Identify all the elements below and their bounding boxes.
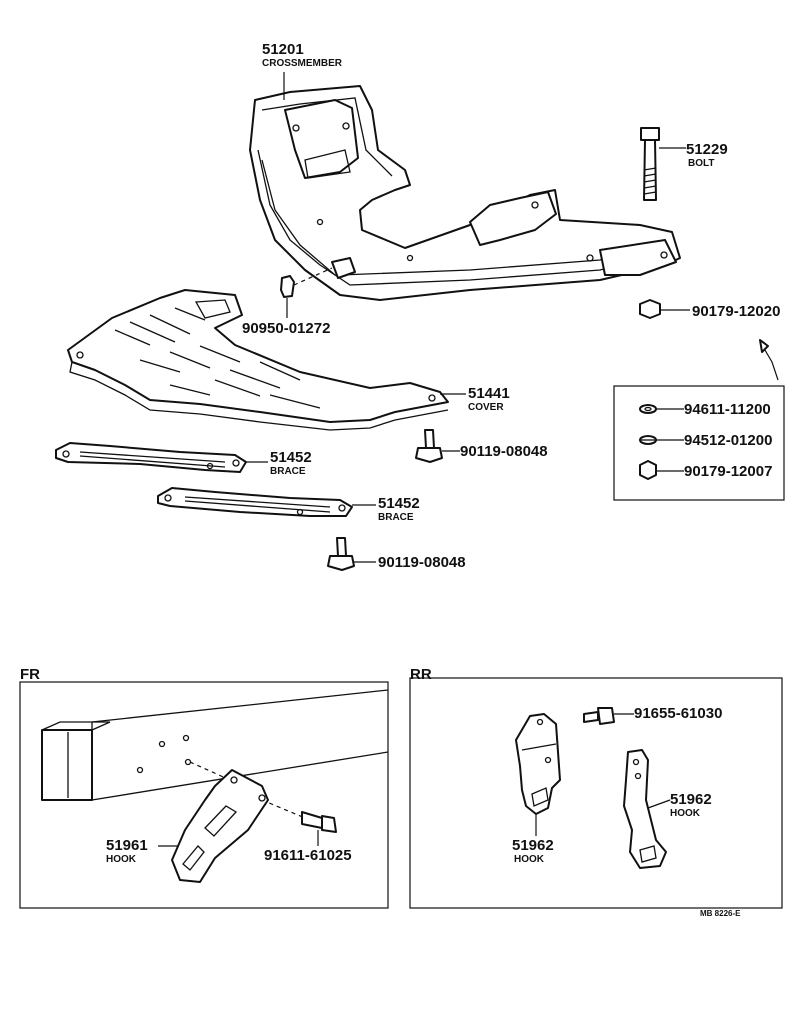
hardware-inset-box	[613, 385, 785, 501]
fr-bolt-91611-drawing	[301, 811, 337, 833]
nut-90950-drawing	[280, 275, 295, 298]
rr-hook-right-drawing	[623, 749, 667, 869]
nut-90950-dash	[293, 267, 333, 286]
footer-code: MB 8226-E	[700, 909, 741, 918]
crossmember-name: CROSSMEMBER	[262, 58, 343, 69]
washer-94611-number: 94611-11200	[684, 401, 771, 418]
brace-2-drawing	[157, 487, 353, 517]
rr-panel-title: RR	[410, 666, 432, 683]
fr-hook-dash-2	[261, 799, 306, 819]
cover-drawing	[67, 289, 449, 431]
fr-hook-51961-drawing	[171, 769, 269, 883]
fr-hook-name: HOOK	[106, 854, 137, 865]
fr-hook-number: 51961	[106, 837, 148, 854]
rr-hook-left-number: 51962	[512, 837, 554, 854]
washer-94611-hole	[644, 406, 652, 412]
fr-panel-title: FR	[20, 666, 40, 683]
washer-94512-number: 94512-01200	[684, 432, 772, 449]
rr-hook-left-name: HOOK	[514, 854, 545, 865]
rr-hook-left-drawing	[515, 713, 561, 815]
bolt-90119-a-drawing	[415, 429, 443, 463]
nut-90950-number: 90950-01272	[242, 320, 330, 337]
inset-arrow	[761, 344, 779, 381]
nut-90179-12020-drawing	[639, 299, 661, 319]
rr-bolt-number: 91655-61030	[634, 705, 722, 722]
nut-90179-12007-drawing	[639, 460, 657, 480]
cover-name: COVER	[468, 402, 504, 413]
inset-arrowhead	[759, 339, 769, 353]
nut-90179-12020-number: 90179-12020	[692, 303, 780, 320]
bolt-51229-number: 51229	[686, 141, 728, 158]
brace-1-drawing	[55, 442, 247, 473]
bolt-90119-b-drawing	[327, 537, 355, 571]
bolt-90119-b-number: 90119-08048	[378, 554, 466, 571]
brace-2-number: 51452	[378, 495, 420, 512]
nut-90179-12007-number: 90179-12007	[684, 463, 772, 480]
brace-1-number: 51452	[270, 449, 312, 466]
brace-1-name: BRACE	[270, 466, 306, 477]
crossmember-number: 51201	[262, 41, 304, 58]
brace-2-name: BRACE	[378, 512, 414, 523]
bolt-51229-name: BOLT	[688, 158, 714, 169]
bolt-90119-a-number: 90119-08048	[460, 443, 548, 460]
crossmember-drawing	[249, 85, 681, 301]
fr-panel-box	[19, 681, 389, 909]
rr-hook-right-leader	[647, 799, 671, 809]
washer-94611-drawing	[639, 404, 657, 414]
bolt-51229-drawing	[640, 127, 660, 201]
fr-bolt-number: 91611-61025	[264, 847, 352, 864]
cover-number: 51441	[468, 385, 510, 402]
rr-bolt-91655-drawing	[583, 707, 615, 725]
rr-hook-right-number: 51962	[670, 791, 712, 808]
fr-frame-rail-drawing	[41, 689, 389, 801]
rr-panel-box	[409, 677, 783, 909]
rr-hook-right-name: HOOK	[670, 808, 701, 819]
